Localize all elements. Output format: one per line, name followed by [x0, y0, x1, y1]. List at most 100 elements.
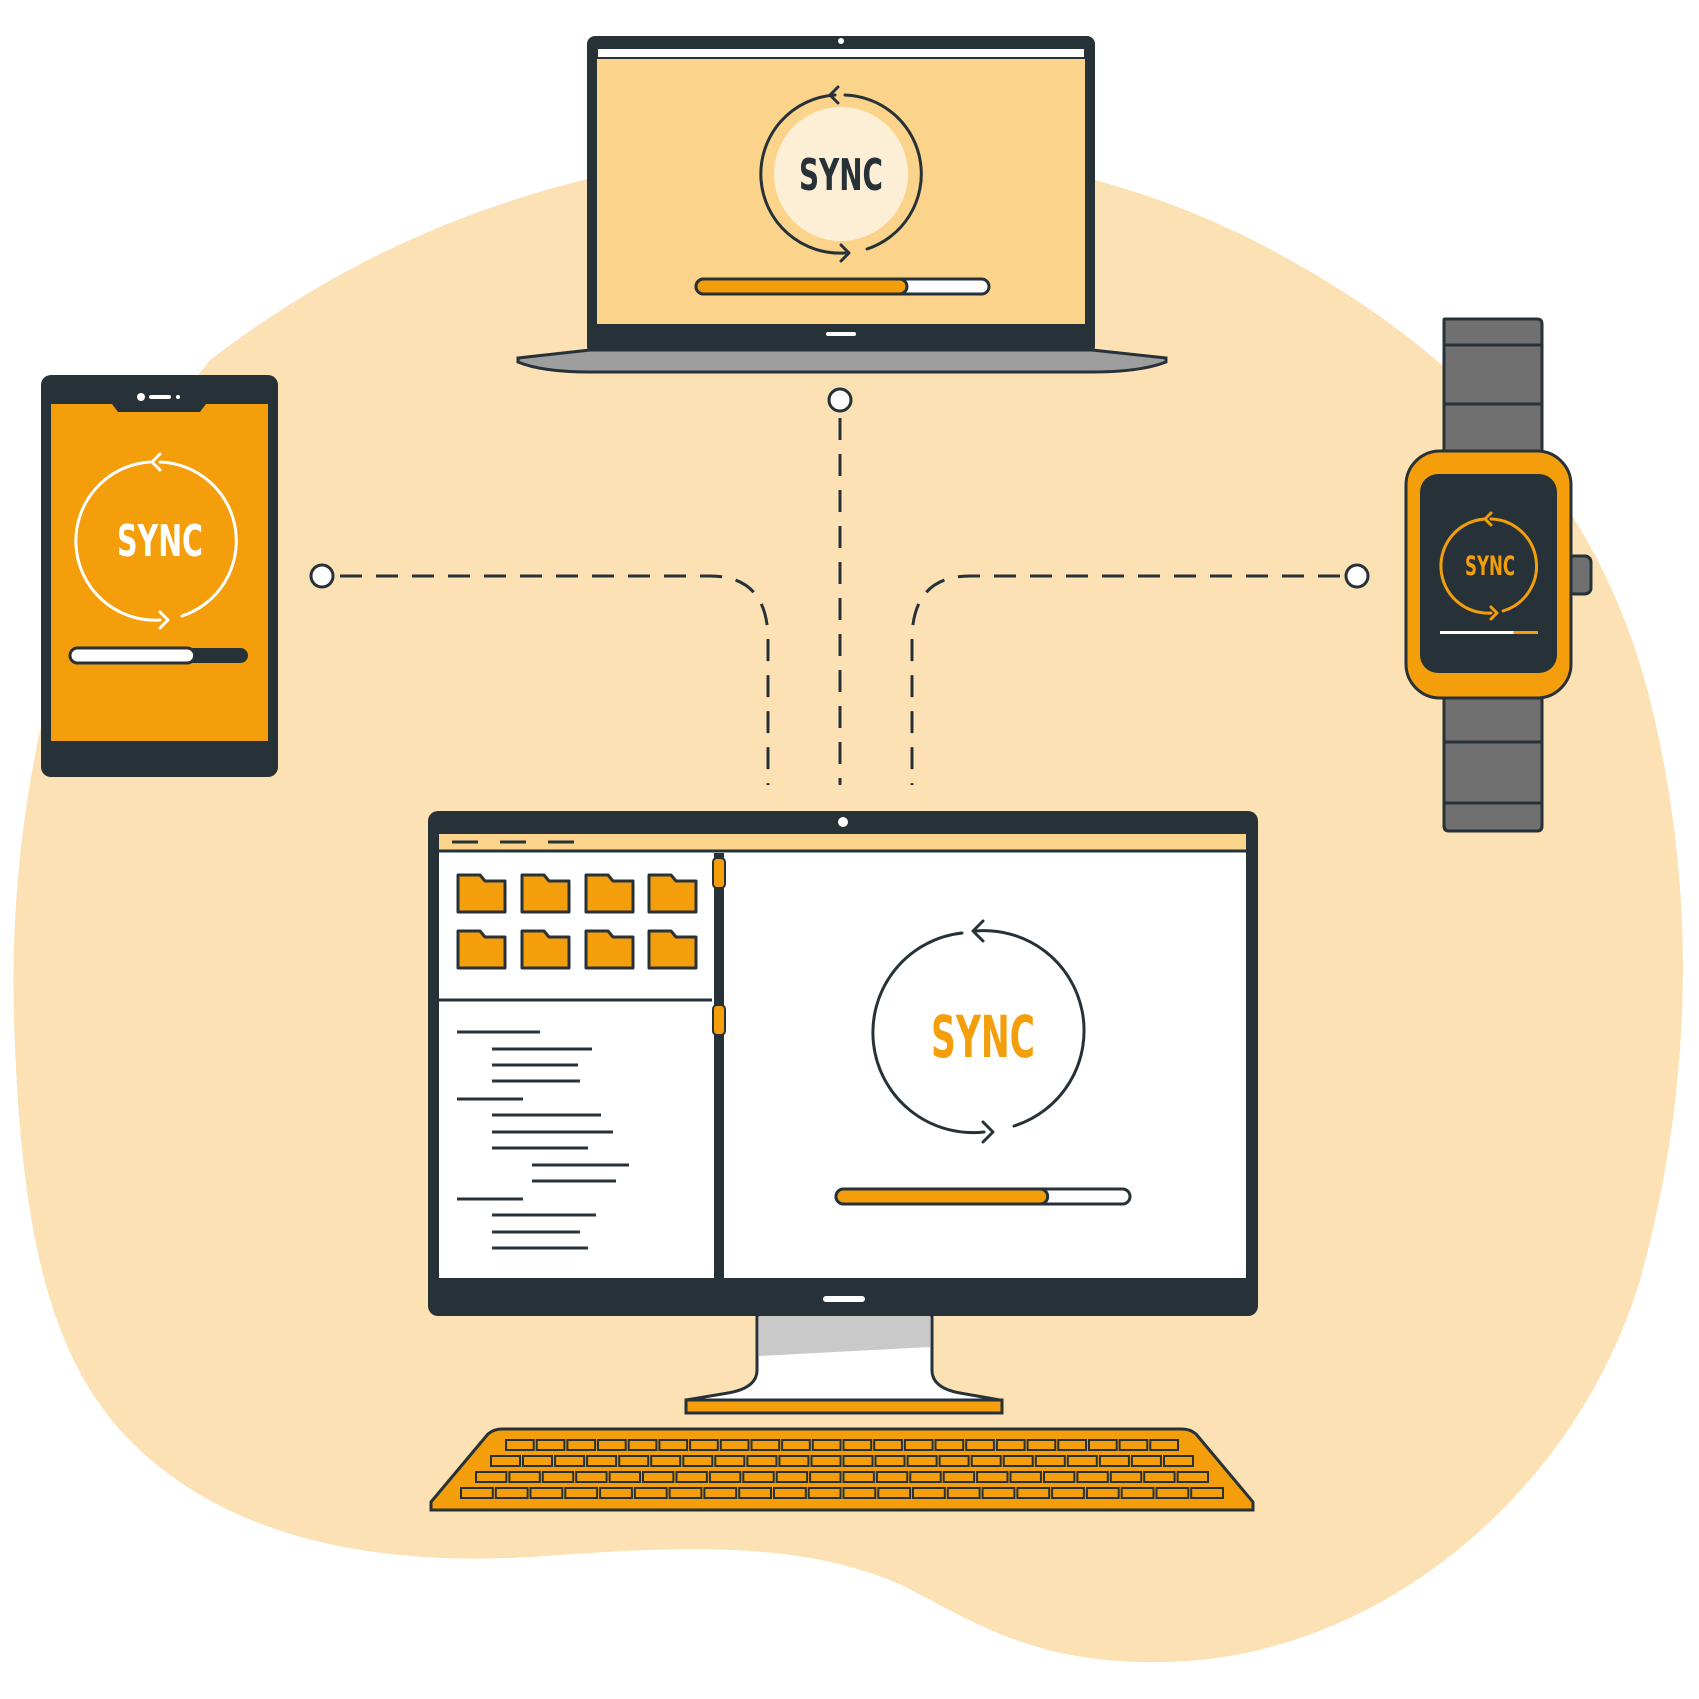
keyboard-keys	[460, 1439, 1224, 1499]
sync-arrows-icon	[871, 919, 1086, 1144]
folder-grid	[456, 873, 698, 970]
keyboard-key	[1109, 1471, 1143, 1483]
keyboard-key	[564, 1487, 599, 1499]
keyboard-key	[995, 1439, 1026, 1451]
sync-arrows-icon	[759, 85, 923, 263]
keyboard-key	[976, 1471, 1009, 1483]
keyboard-key	[1088, 1439, 1118, 1451]
window-titlebar	[439, 834, 1246, 851]
keyboard-key	[807, 1487, 842, 1499]
keyboard-key	[965, 1439, 995, 1451]
keyboard-key	[875, 1471, 909, 1483]
keyboard-key	[1163, 1455, 1194, 1467]
keyboard-key	[650, 1455, 682, 1467]
folder-icon	[520, 929, 571, 970]
keyboard-key	[970, 1455, 1002, 1467]
keyboard-key	[934, 1439, 965, 1451]
watch-sync-badge: SYNC	[1439, 511, 1539, 621]
laptop-sync-label: SYNC	[799, 150, 883, 201]
laptop: SYNC	[516, 36, 1168, 374]
laptop-base	[516, 348, 1168, 374]
keyboard-key	[1043, 1471, 1076, 1483]
keyboard-key	[809, 1471, 842, 1483]
keyboard-key	[942, 1471, 976, 1483]
keyboard-key	[599, 1487, 633, 1499]
folder-icon	[647, 929, 698, 970]
laptop-brand-slot	[826, 332, 856, 336]
monitor-neck-shade	[759, 1315, 930, 1356]
keyboard-key	[1066, 1455, 1098, 1467]
keyboard-key	[658, 1439, 689, 1451]
watch-sync-label: SYNC	[1465, 551, 1515, 582]
sync-arrows-icon	[1439, 511, 1539, 621]
keyboard-key	[1143, 1471, 1176, 1483]
smartwatch: SYNC	[1404, 317, 1593, 833]
keyboard-key	[529, 1487, 564, 1499]
connector-tablet	[340, 574, 770, 785]
monitor-sync-badge: SYNC	[871, 919, 1086, 1144]
keyboard-key	[938, 1455, 970, 1467]
tablet-progress-bar	[68, 646, 248, 665]
laptop-progress-fill	[694, 277, 909, 296]
watch-progress-bar	[1440, 631, 1538, 634]
keyboard-key	[522, 1455, 553, 1467]
scrollbar-thumb-upper	[712, 857, 726, 889]
file-tree	[457, 1030, 629, 1250]
keyboard-key	[1098, 1455, 1130, 1467]
tablet-speaker	[149, 395, 171, 399]
keyboard-key	[773, 1487, 807, 1499]
tablet: SYNC	[41, 375, 278, 777]
camera-dot-icon	[137, 393, 145, 401]
keyboard-key	[981, 1487, 1016, 1499]
keyboard-key	[708, 1471, 742, 1483]
monitor-sync-label: SYNC	[931, 1003, 1035, 1071]
keyboard-key	[912, 1487, 946, 1499]
keyboard-key	[1076, 1471, 1109, 1483]
keyboard-key	[586, 1455, 618, 1467]
keyboard-key	[689, 1439, 719, 1451]
monitor-brand-slot	[823, 1296, 865, 1302]
keyboard-key	[1026, 1439, 1057, 1451]
keyboard-key	[873, 1439, 903, 1451]
camera-dot-icon	[838, 817, 848, 827]
keyboard-key	[1118, 1439, 1149, 1451]
watch-screen	[1420, 474, 1557, 673]
laptop-progress-bar	[694, 277, 991, 296]
laptop-sync-badge: SYNC	[759, 85, 923, 263]
keyboard-key	[842, 1455, 874, 1467]
keyboard-key	[675, 1471, 708, 1483]
keyboard-key	[535, 1439, 566, 1451]
keyboard-key	[842, 1487, 877, 1499]
keyboard	[429, 1427, 1255, 1512]
camera-dot-icon	[838, 38, 844, 44]
desktop-monitor: SYNC	[428, 811, 1258, 1415]
scrollbar-thumb-lower	[712, 1004, 726, 1036]
keyboard-key	[508, 1471, 541, 1483]
tablet-sync-label: SYNC	[117, 516, 203, 567]
pane-divider	[714, 853, 724, 1278]
keyboard-key	[903, 1439, 934, 1451]
keyboard-key	[1176, 1471, 1209, 1483]
keyboard-key	[775, 1471, 809, 1483]
watch-progress-fill	[1440, 631, 1514, 634]
keyboard-key	[1130, 1455, 1162, 1467]
keyboard-key	[1016, 1487, 1051, 1499]
watch-strap-top	[1442, 317, 1544, 457]
keyboard-key	[618, 1455, 650, 1467]
connector-endpoint-watch	[1344, 563, 1370, 589]
keyboard-key	[627, 1439, 658, 1451]
keyboard-key	[906, 1455, 938, 1467]
connector-watch	[910, 574, 1340, 785]
keyboard-key	[541, 1471, 575, 1483]
keyboard-key	[946, 1487, 981, 1499]
keyboard-key	[842, 1471, 875, 1483]
keyboard-key	[566, 1439, 597, 1451]
tablet-progress-fill	[68, 646, 197, 665]
keyboard-key	[494, 1487, 529, 1499]
keyboard-key	[719, 1439, 750, 1451]
keyboard-key	[1009, 1471, 1042, 1483]
keyboard-key	[778, 1455, 810, 1467]
sync-arrows-icon	[74, 452, 238, 630]
keyboard-key	[1149, 1439, 1180, 1451]
